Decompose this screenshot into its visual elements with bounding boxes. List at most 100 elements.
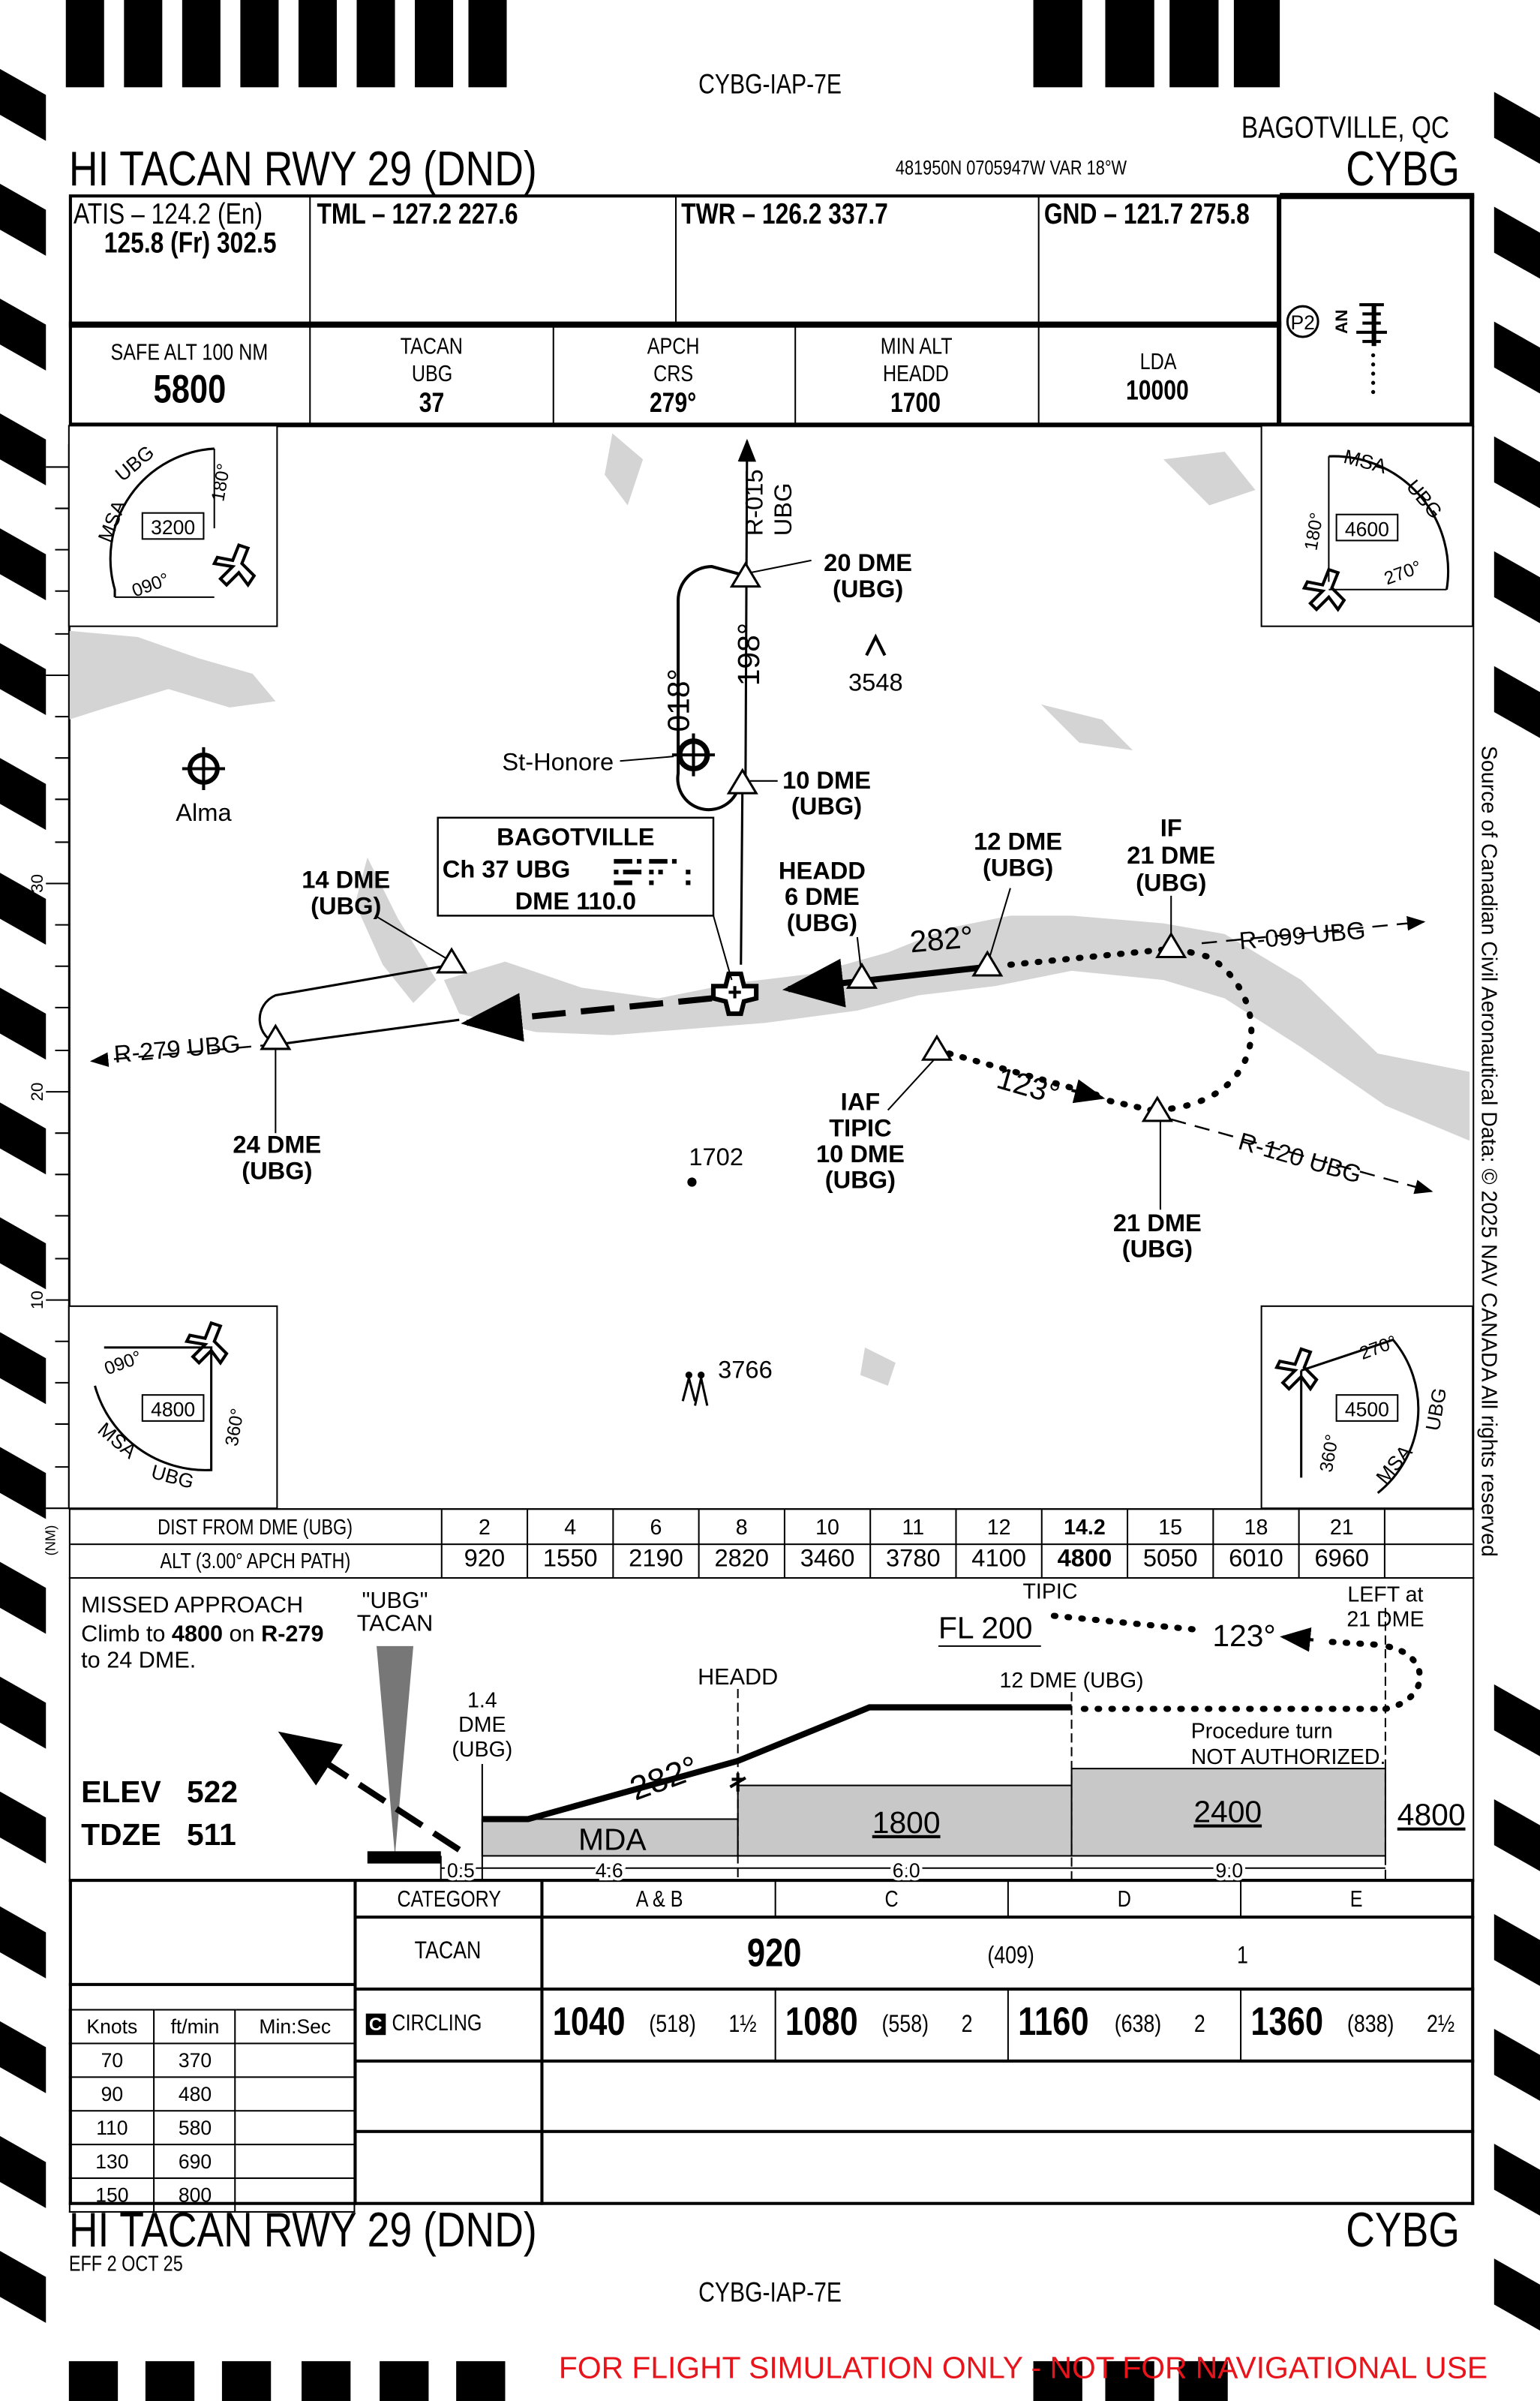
speed-header: Min:Sec <box>235 2009 356 2045</box>
effective-date: EFF 2 OCT 25 <box>68 2250 183 2276</box>
svg-text:TIPIC: TIPIC <box>829 1113 891 1141</box>
alt-cell: 6010 <box>1214 1543 1300 1578</box>
alt-cell: 6960 <box>1300 1543 1385 1578</box>
simulation-disclaimer: FOR FLIGHT SIMULATION ONLY - NOT FOR NAV… <box>558 2351 1488 2386</box>
speed-header: ft/min <box>153 2009 237 2045</box>
svg-text:(UBG): (UBG) <box>1136 869 1206 897</box>
svg-text:(NM): (NM) <box>42 1525 58 1556</box>
profile-labels: MISSED APPROACH Climb to 4800 on R-279 t… <box>81 1580 1466 1886</box>
svg-text:BAGOTVILLE: BAGOTVILLE <box>497 823 654 851</box>
speed-cell: 690 <box>153 2144 237 2180</box>
st-honore-airport-icon <box>671 733 716 777</box>
dist-cell: 8 <box>700 1510 785 1544</box>
svg-text:511: 511 <box>187 1817 236 1852</box>
tacan-channel: TACAN UBG 37 <box>400 333 464 419</box>
svg-text:P2: P2 <box>1291 311 1315 334</box>
alt-cell: 2190 <box>614 1543 700 1578</box>
dist-header: DIST FROM DME (UBG) <box>71 1510 443 1544</box>
terminal-frequency: TML – 127.2 227.6 <box>317 199 518 232</box>
svg-text:50: 50 <box>28 458 47 476</box>
r120-radial <box>1170 1118 1433 1194</box>
svg-text:10 DME: 10 DME <box>782 766 871 794</box>
dist-cell: 21 <box>1300 1510 1385 1544</box>
fix-triangles <box>260 561 1187 1122</box>
procedure-title: HI TACAN RWY 29 (DND) <box>68 140 537 197</box>
dist-cell: 4 <box>528 1510 614 1544</box>
svg-text:6 DME: 6 DME <box>785 882 860 910</box>
svg-text:0: 0 <box>28 1504 47 1513</box>
circling-mda: 1080 <box>785 1998 858 2045</box>
alt-cell: 1550 <box>528 1543 614 1578</box>
svg-text:21 DME: 21 DME <box>1346 1607 1424 1631</box>
final-approach-track <box>782 958 980 1008</box>
svg-text:to 24 DME.: to 24 DME. <box>81 1647 196 1672</box>
svg-text:(UBG): (UBG) <box>791 792 862 820</box>
alt-cell: 5050 <box>1128 1543 1214 1578</box>
dist-cell: 14.2 <box>1043 1510 1129 1544</box>
svg-text:198°: 198° <box>731 623 766 686</box>
svg-text:12 DME: 12 DME <box>974 828 1062 855</box>
copyright-source: Source of Canadian Civil Aeronautical Da… <box>1476 746 1500 1557</box>
svg-text:21 DME: 21 DME <box>1113 1209 1202 1237</box>
if-to-12dme-track <box>1007 946 1170 968</box>
procedure-title-bottom: HI TACAN RWY 29 (DND) <box>68 2201 537 2258</box>
speed-cell: 70 <box>68 2042 155 2078</box>
circling-visibility: 2 <box>1193 2012 1205 2039</box>
msa-top-right: 4600 MSA UBG 180° 270° <box>1260 425 1474 627</box>
profile-view <box>68 1577 1475 1883</box>
svg-text:TDZE: TDZE <box>81 1817 161 1852</box>
svg-text:LEFT at: LEFT at <box>1347 1583 1423 1607</box>
missed-approach-track <box>461 993 713 1042</box>
speed-cell: 800 <box>153 2177 237 2213</box>
svg-text:6.0: 6.0 <box>893 1859 920 1882</box>
category-d: D <box>1117 1886 1132 1913</box>
speed-cell: 370 <box>153 2042 237 2078</box>
speed-cell: 90 <box>68 2076 155 2112</box>
svg-text:40: 40 <box>28 666 47 685</box>
headd-fix-icon <box>729 1773 746 1792</box>
svg-text:018°: 018° <box>661 669 695 732</box>
location: BAGOTVILLE, QC <box>1241 111 1450 146</box>
alt-cell: 3460 <box>785 1543 872 1578</box>
r015-radial <box>737 438 757 781</box>
svg-text:(UBG): (UBG) <box>311 891 381 919</box>
approach-course: APCH CRS 279° <box>647 333 700 419</box>
dist-cell: 10 <box>785 1510 872 1544</box>
speed-cell: 150 <box>68 2177 155 2213</box>
svg-text:IF: IF <box>1160 813 1182 841</box>
svg-text:Alma: Alma <box>176 798 232 826</box>
svg-text:522: 522 <box>187 1774 238 1809</box>
circling-visibility: 2½ <box>1427 2012 1455 2039</box>
svg-text:MISSED APPROACH: MISSED APPROACH <box>81 1592 303 1618</box>
speed-cell <box>235 2177 356 2213</box>
spot-elevation-icon <box>687 1177 697 1187</box>
svg-text:MDA: MDA <box>578 1822 647 1856</box>
svg-text:(UBG): (UBG) <box>242 1156 312 1184</box>
svg-text:"UBG": "UBG" <box>362 1588 428 1613</box>
svg-text:TACAN: TACAN <box>357 1610 433 1636</box>
svg-text:NOT AUTHORIZED.: NOT AUTHORIZED. <box>1191 1745 1386 1769</box>
svg-text:UBG: UBG <box>769 483 797 536</box>
r099-radial <box>1201 915 1426 945</box>
svg-text:4800: 4800 <box>1397 1798 1466 1832</box>
peak-icon <box>865 633 887 657</box>
msa-bottom-right: 4500 MSA UBG 270° 360° <box>1260 1305 1474 1510</box>
svg-text:1800: 1800 <box>872 1805 941 1840</box>
category-ab: A & B <box>635 1886 683 1913</box>
speed-cell: 480 <box>153 2076 237 2112</box>
svg-text:HEADD: HEADD <box>779 856 866 884</box>
dist-cell: 2 <box>443 1510 529 1544</box>
tacan-mda: 920 <box>746 1929 802 1976</box>
tower-frequency: TWR – 126.2 337.7 <box>681 199 888 232</box>
morse-code-icon <box>614 858 691 885</box>
tacan-hat: (409) <box>987 1943 1034 1970</box>
dist-cell: 18 <box>1214 1510 1300 1544</box>
alt-cell: 4100 <box>957 1543 1043 1578</box>
speed-cell <box>235 2076 356 2112</box>
inbound-198 <box>740 783 744 965</box>
